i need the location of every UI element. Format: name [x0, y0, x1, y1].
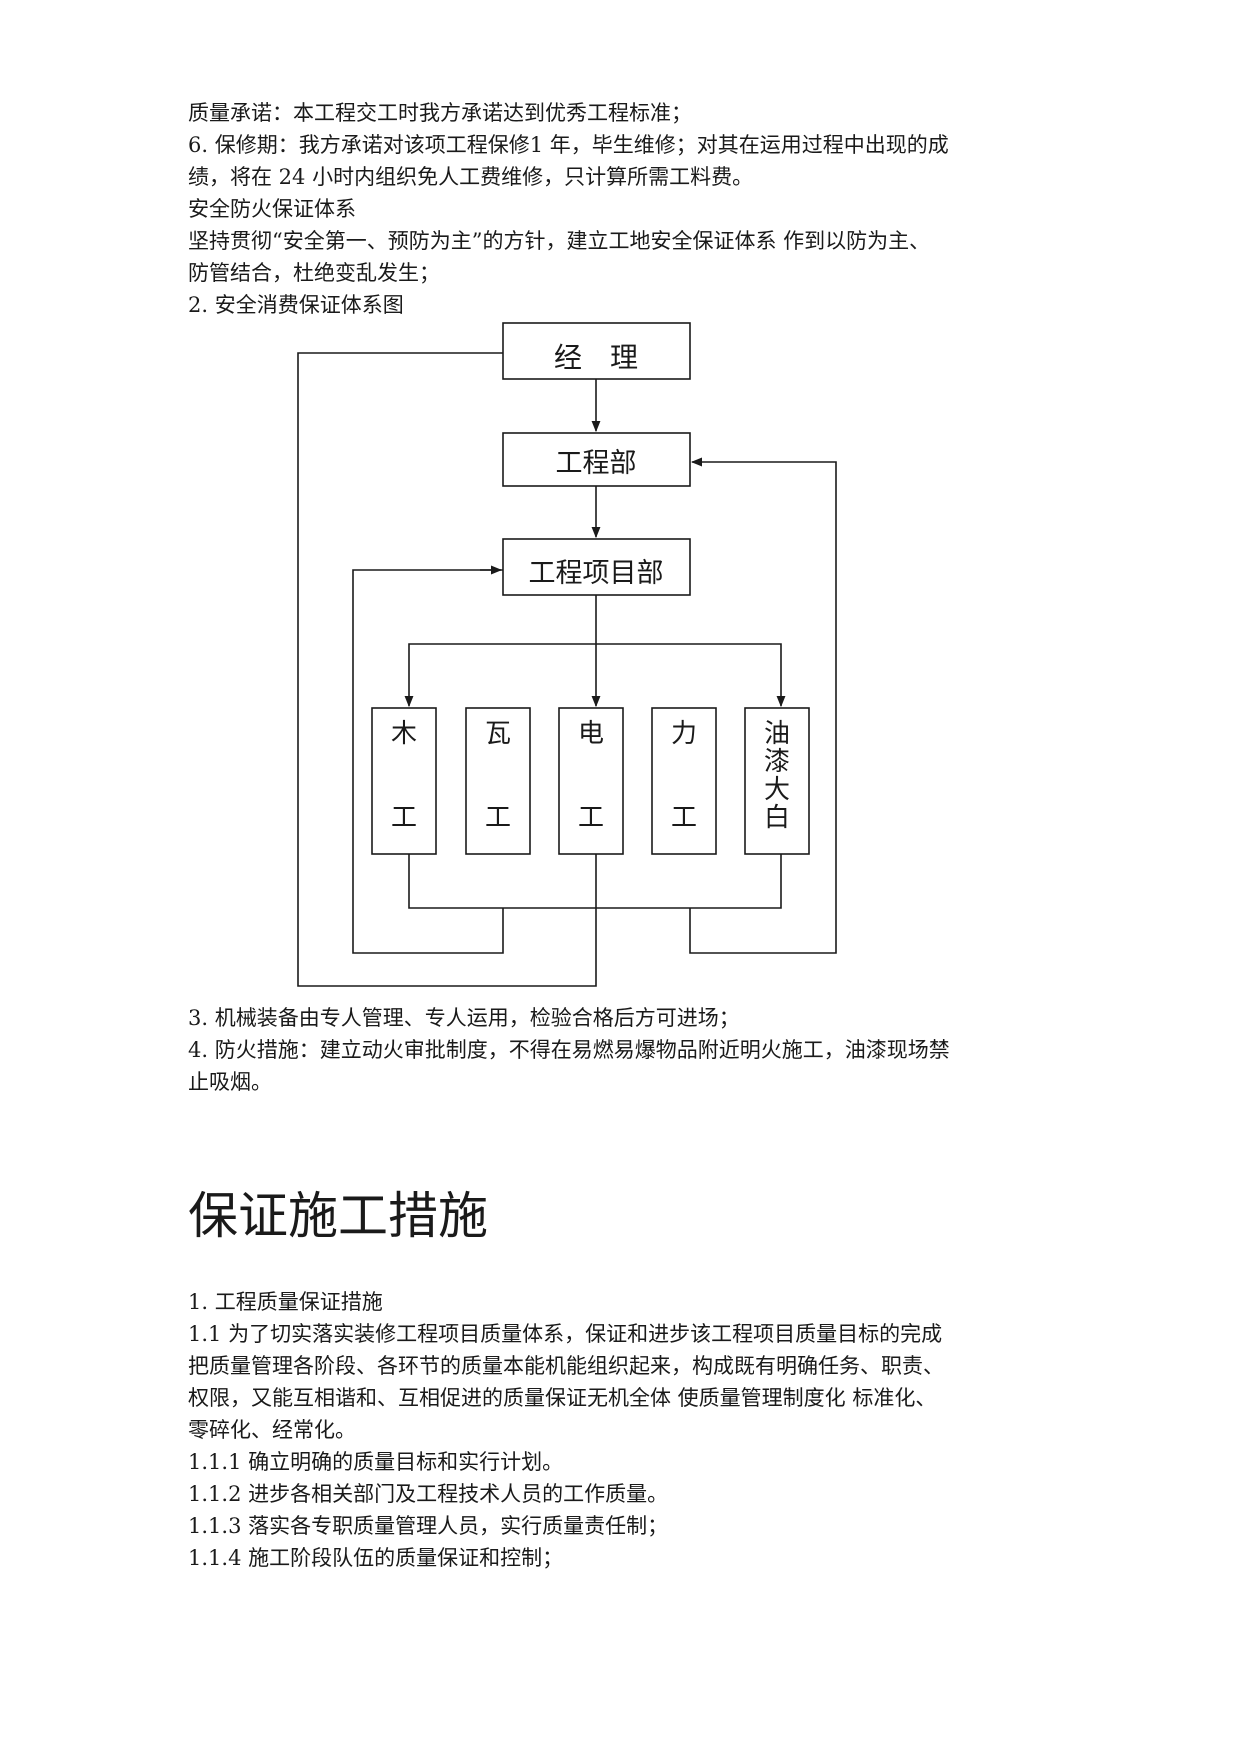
manager-label: 经 理 — [554, 341, 638, 374]
team-label-char: 瓦 — [485, 719, 511, 749]
team-label-char: 工 — [391, 803, 417, 833]
text-line: 6. 保修期：我方承诺对该项工程保修1 年，毕生维修；对其在运用过程中出现的成 — [188, 133, 949, 157]
team-label-char: 木 — [391, 719, 417, 749]
team-label-char: 白 — [764, 803, 790, 833]
team-label-char: 力 — [671, 719, 697, 749]
team-label-char: 工 — [671, 803, 697, 833]
connector-to-carpenter — [404, 643, 596, 708]
team-label-char: 工 — [485, 803, 511, 833]
text-line: 权限，又能互相谐和、互相促进的质量保证无机全体 使质量管理制度化 标准化、 — [188, 1386, 937, 1410]
text-line: 1.1 为了切实落实装修工程项目质量体系，保证和进步该工程项目质量目标的完成 — [188, 1322, 943, 1346]
text-line: 质量承诺：本工程交工时我方承诺达到优秀工程标准； — [188, 101, 692, 125]
team-label-char: 漆 — [764, 747, 790, 777]
diagram-caption: 2. 安全消费保证体系图 — [188, 293, 404, 317]
text-line: 1. 工程质量保证措施 — [188, 1290, 383, 1314]
text-line: 1.1.3 落实各专职质量管理人员，实行质量责任制； — [188, 1514, 669, 1538]
feedback-loop-project — [352, 569, 504, 954]
team-box-bricklayer — [465, 707, 531, 855]
team-box-carpenter — [371, 707, 437, 855]
feedback-loop-engineering — [689, 457, 837, 954]
text-line: 坚持贯彻“安全第一、预防为主”的方针，建立工地安全保证体系 作到以防为主、 — [188, 229, 931, 253]
text-line: 止吸烟。 — [188, 1070, 272, 1094]
project-dept-label: 工程项目部 — [529, 558, 664, 589]
team-label-char: 电 — [578, 719, 604, 749]
team-label-char: 工 — [578, 803, 604, 833]
text-line: 3. 机械装备由专人管理、专人运用，检验合格后方可进场； — [188, 1006, 740, 1030]
text-line: 1.1.4 施工阶段队伍的质量保证和控制； — [188, 1546, 564, 1570]
bottom-bracket — [408, 854, 782, 909]
text-line: 4. 防火措施：建立动火审批制度，不得在易燃易爆物品附近明火施工，油漆现场禁 — [188, 1038, 950, 1062]
team-label-char: 油 — [764, 719, 790, 749]
text-line: 把质量管理各阶段、各环节的质量本能机能组织起来，构成既有明确任务、职责、 — [188, 1354, 944, 1378]
section-heading: 保证施工措施 — [188, 1187, 488, 1245]
team-label-char: 大 — [764, 775, 790, 805]
team-box-electrician — [558, 707, 624, 855]
team-box-laborer — [651, 707, 717, 855]
text-line: 1.1.1 确立明确的质量目标和实行计划。 — [188, 1450, 564, 1474]
connector-to-painter — [596, 643, 786, 708]
engineering-dept-label: 工程部 — [556, 448, 637, 479]
text-line: 防管结合，杜绝变乱发生； — [188, 261, 440, 285]
text-line: 绩，将在 24 小时内组织免人工费维修，只计算所需工料费。 — [188, 165, 754, 189]
team-box-painter — [744, 707, 810, 855]
feedback-loop-manager — [297, 352, 597, 987]
text-line: 零碎化、经常化。 — [188, 1418, 356, 1442]
text-line: 安全防火保证体系 — [188, 197, 356, 221]
text-line: 1.1.2 进步各相关部门及工程技术人员的工作质量。 — [188, 1482, 669, 1506]
